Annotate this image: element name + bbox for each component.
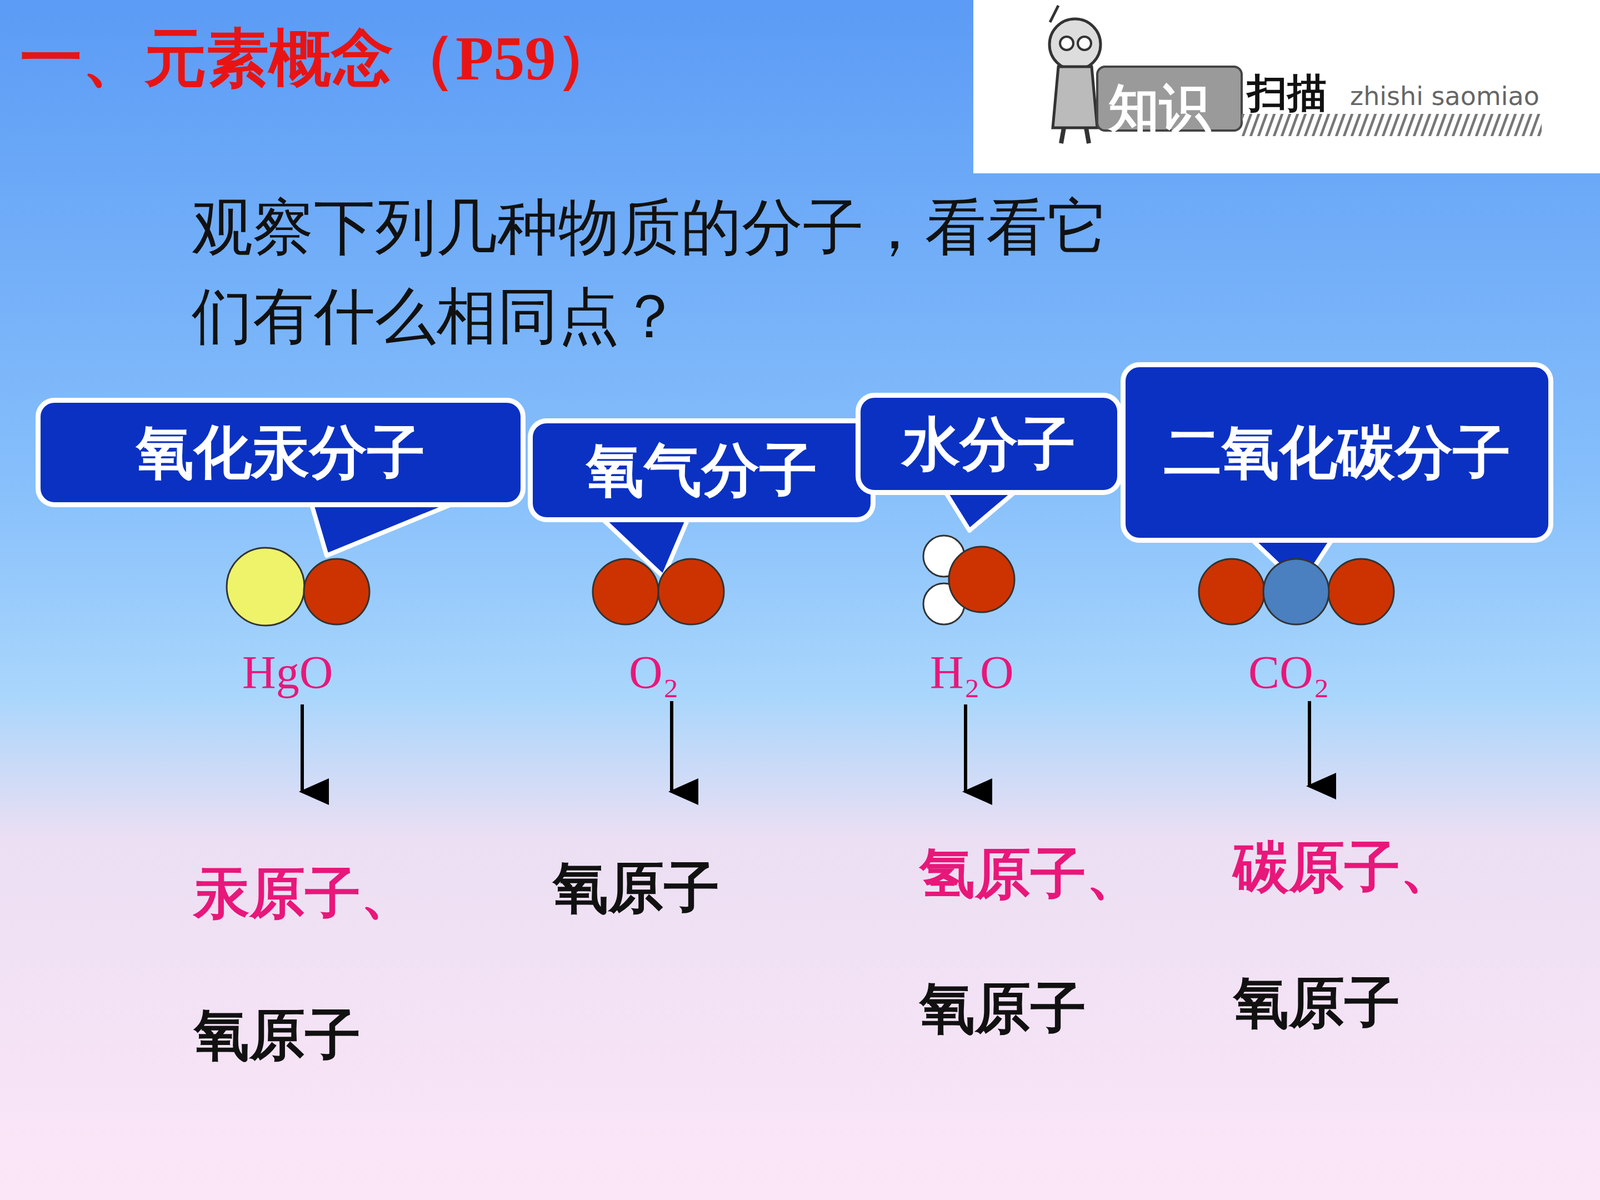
bubble-text: 氧化汞分子 [136, 420, 425, 484]
down-arrows [302, 701, 1310, 792]
atom-label: 氧原子 [919, 967, 1087, 1049]
logo-text: 知识 [1108, 71, 1211, 145]
atom-label: 氧原子 [193, 994, 361, 1075]
logo-text: 扫描 [1247, 63, 1328, 122]
speech-bubble: 氧化汞分子 [35, 397, 526, 508]
logo-panel [973, 0, 1600, 174]
formula: CO₂ [1248, 638, 1330, 707]
formula: HgO [242, 638, 333, 707]
bubble-tail [311, 502, 456, 556]
title: 一、元素概念（P59） [20, 16, 618, 101]
atom-label: 氧原子 [552, 847, 720, 928]
atom-label: 碳原子、 [1233, 826, 1456, 908]
bubble-text: 二氧化碳分子 [1163, 420, 1511, 484]
logo-hatch [1241, 113, 1542, 137]
atom-label: 氢原子、 [919, 833, 1142, 914]
question-text: 观察下列几种物质的分子，看看它们有什么相同点？ [191, 183, 1148, 361]
bubble-text: 氧气分子 [586, 438, 818, 502]
bubble-text: 水分子 [902, 412, 1076, 476]
atom-label: 汞原子、 [193, 852, 417, 934]
atom-label: 氧原子 [1233, 962, 1400, 1043]
speech-bubble: 氧气分子 [527, 418, 876, 523]
formula: O₂ [628, 638, 679, 707]
speech-bubble: 二氧化碳分子 [1120, 362, 1554, 543]
bubble-tail [944, 490, 1017, 531]
formula: H₂O [930, 638, 1014, 707]
logo-figure [1049, 5, 1101, 144]
logo-subtext: zhishi saomiao [1350, 77, 1540, 115]
speech-bubble: 水分子 [855, 392, 1123, 495]
molecules [226, 535, 1394, 626]
